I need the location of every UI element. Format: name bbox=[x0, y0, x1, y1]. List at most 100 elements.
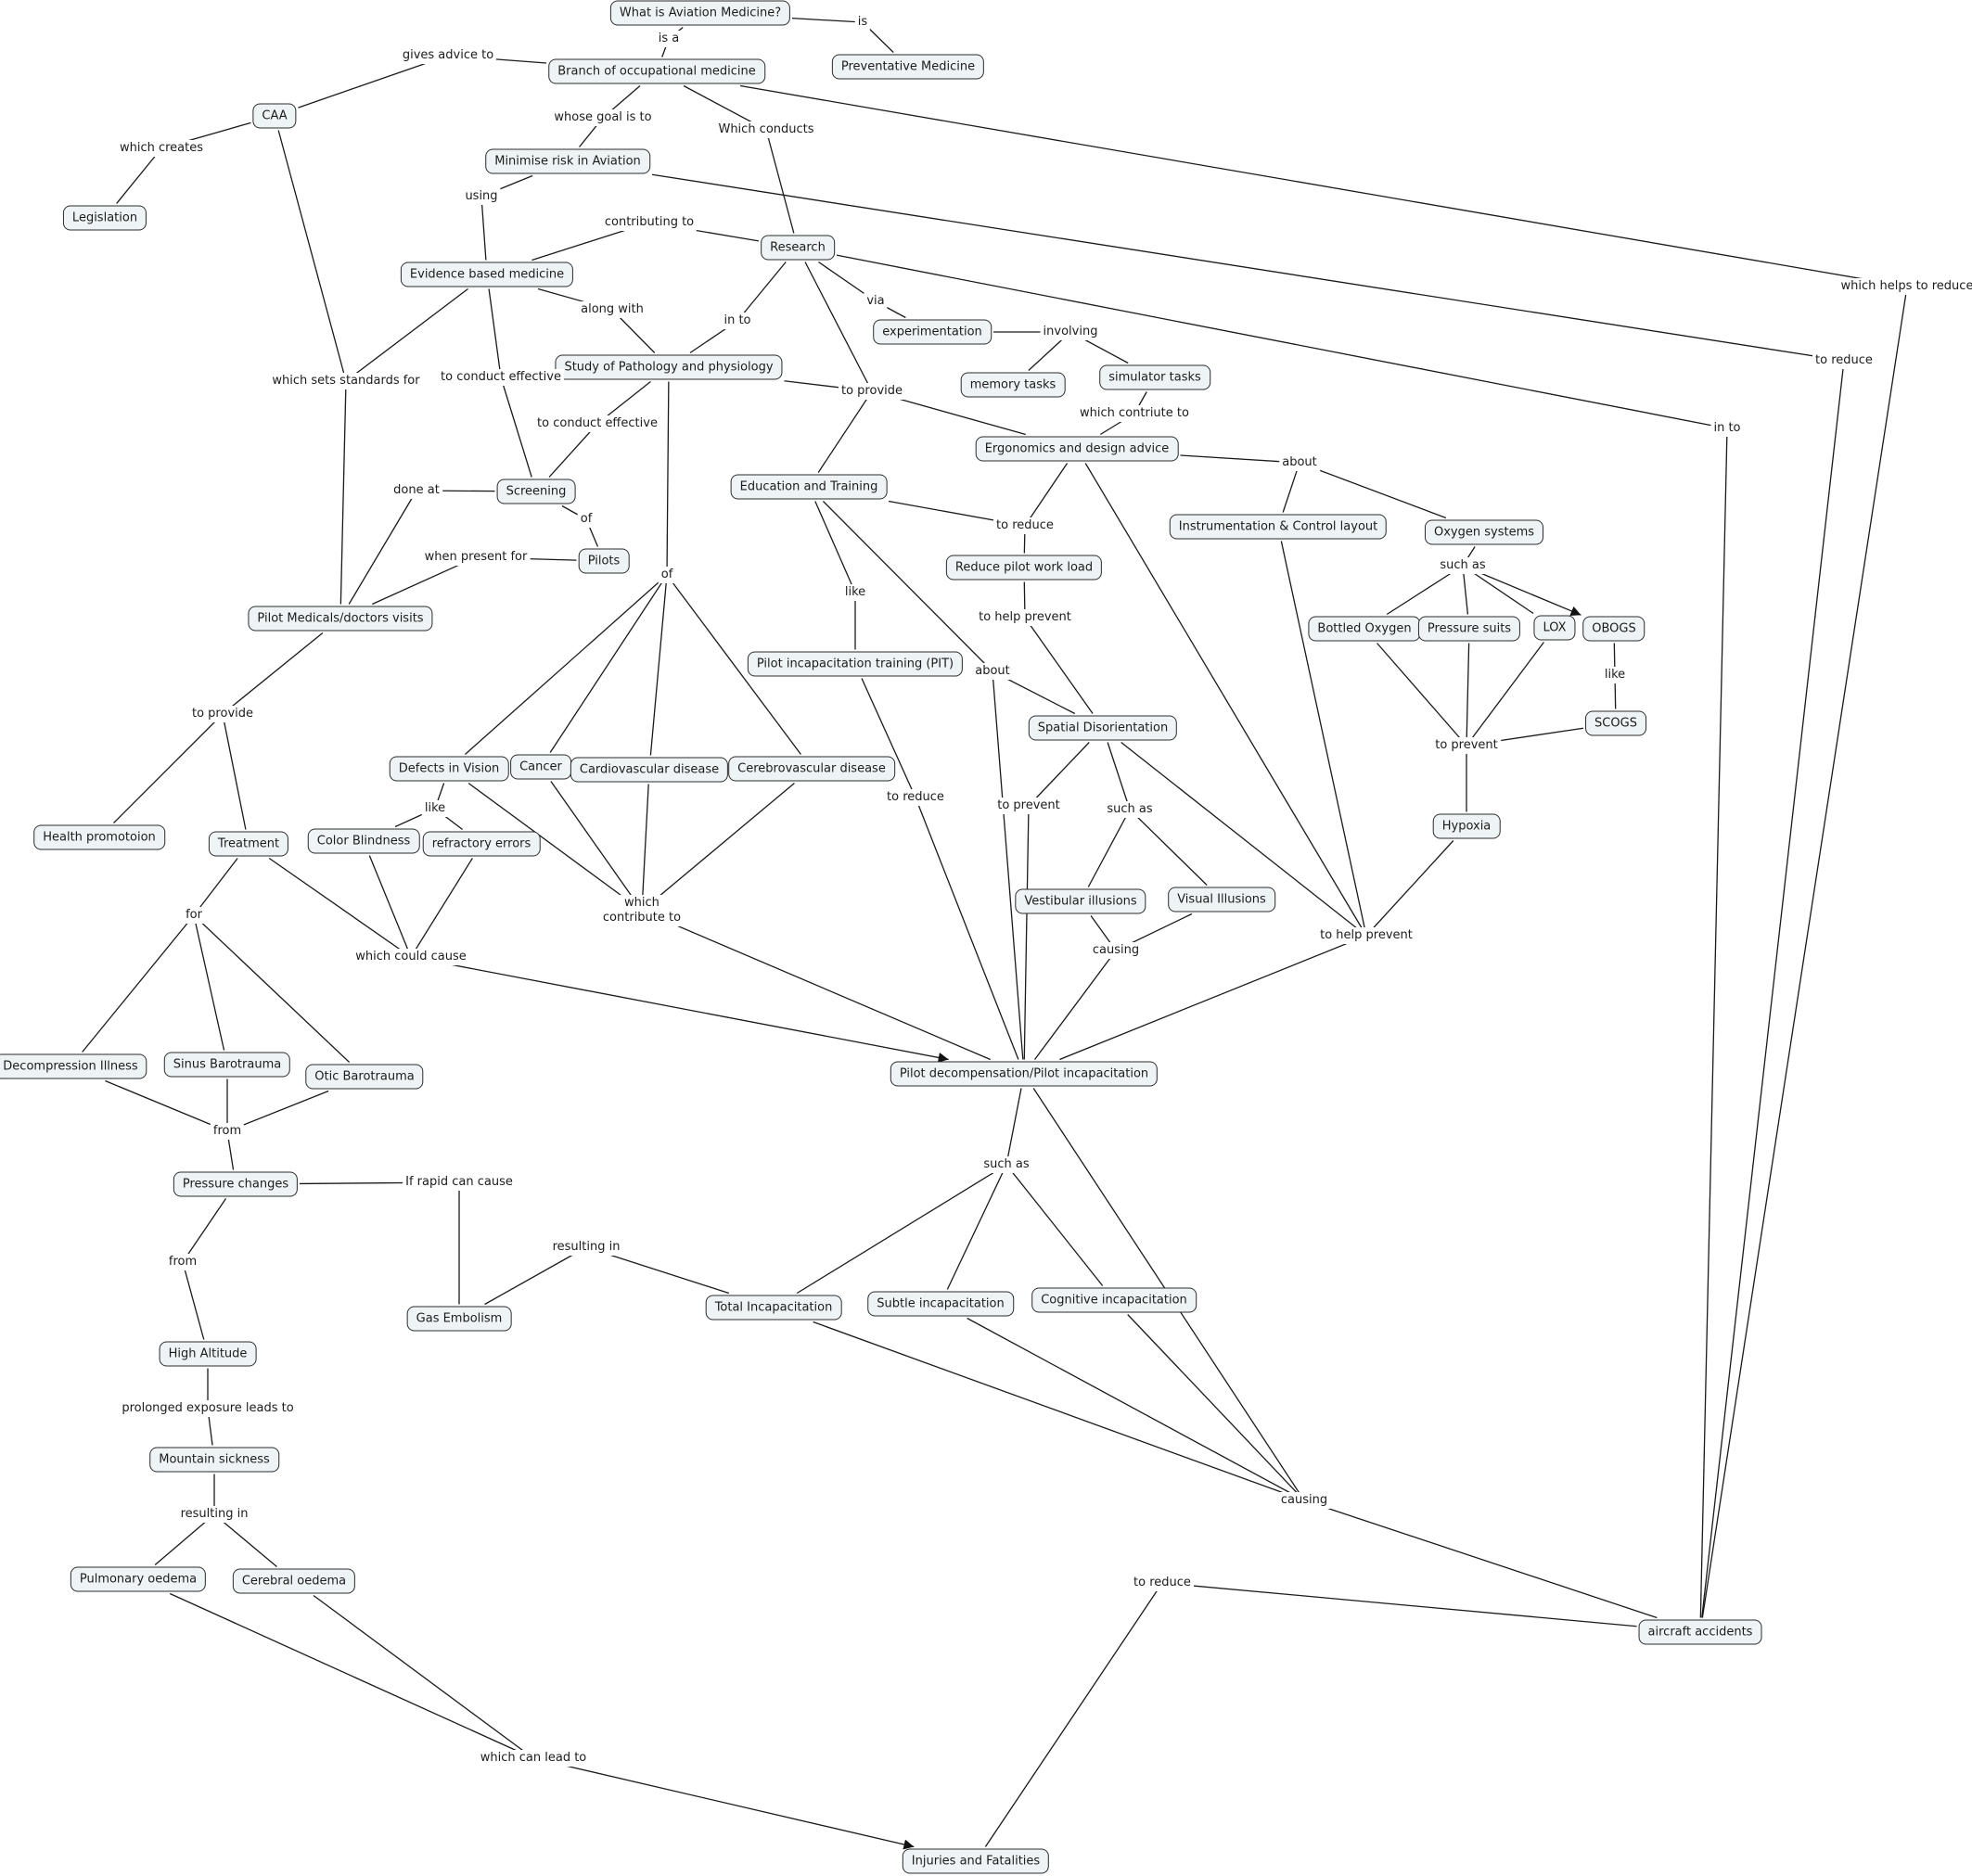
linking-phrase-is[interactable]: is bbox=[854, 14, 871, 31]
linking-phrase-like2[interactable]: like bbox=[1601, 667, 1629, 683]
linking-phrase-resulting2[interactable]: resulting in bbox=[177, 1506, 251, 1523]
concept-node-hypoxia[interactable]: Hypoxia bbox=[1432, 813, 1501, 839]
linking-phrase-for[interactable]: for bbox=[183, 907, 205, 924]
concept-node-altitude[interactable]: High Altitude bbox=[159, 1341, 257, 1367]
concept-node-sinus[interactable]: Sinus Barotrauma bbox=[163, 1052, 291, 1078]
linking-phrase-prolonged[interactable]: prolonged exposure leads to bbox=[119, 1400, 297, 1417]
concept-node-cancer[interactable]: Cancer bbox=[510, 754, 571, 780]
concept-node-obogs[interactable]: OBOGS bbox=[1582, 616, 1645, 642]
linking-phrase-reduce4[interactable]: to reduce bbox=[1812, 352, 1876, 369]
linking-phrase-isa[interactable]: is a bbox=[655, 31, 683, 47]
concept-node-pressure[interactable]: Pressure changes bbox=[173, 1171, 299, 1197]
linking-phrase-suchas2[interactable]: such as bbox=[1104, 801, 1156, 818]
concept-node-ebm[interactable]: Evidence based medicine bbox=[400, 262, 574, 287]
linking-phrase-involving[interactable]: involving bbox=[1040, 324, 1101, 340]
linking-phrase-using[interactable]: using bbox=[462, 188, 501, 205]
linking-phrase-resulting1[interactable]: resulting in bbox=[549, 1239, 623, 1256]
linking-phrase-helpprev2[interactable]: to help prevent bbox=[1317, 927, 1415, 944]
concept-node-legis[interactable]: Legislation bbox=[62, 205, 147, 231]
concept-node-spatial[interactable]: Spatial Disorientation bbox=[1028, 715, 1178, 741]
linking-phrase-canlead[interactable]: which can lead to bbox=[477, 1750, 590, 1767]
linking-phrase-prevent2[interactable]: to prevent bbox=[994, 798, 1063, 814]
concept-node-sim[interactable]: simulator tasks bbox=[1099, 364, 1210, 390]
linking-phrase-about2[interactable]: about bbox=[972, 663, 1013, 680]
concept-node-memory[interactable]: memory tasks bbox=[960, 372, 1066, 398]
linking-phrase-present[interactable]: when present for bbox=[421, 549, 531, 566]
concept-node-edu[interactable]: Education and Training bbox=[730, 474, 888, 500]
concept-node-caa[interactable]: CAA bbox=[252, 103, 297, 129]
linking-phrase-provide2[interactable]: to provide bbox=[188, 706, 257, 722]
linking-phrase-via[interactable]: via bbox=[864, 293, 888, 310]
concept-node-bottled[interactable]: Bottled Oxygen bbox=[1308, 616, 1421, 642]
concept-node-ergo[interactable]: Ergonomics and design advice bbox=[975, 436, 1179, 462]
linking-phrase-like3[interactable]: like bbox=[421, 800, 449, 817]
linking-phrase-creates[interactable]: which creates bbox=[116, 140, 207, 157]
concept-node-psuits[interactable]: Pressure suits bbox=[1417, 616, 1521, 642]
linking-phrase-reduce3[interactable]: to reduce bbox=[1131, 1575, 1194, 1591]
linking-phrase-contrib[interactable]: contributing to bbox=[601, 214, 698, 231]
linking-phrase-about1[interactable]: about bbox=[1279, 454, 1320, 471]
concept-node-screen[interactable]: Screening bbox=[496, 479, 576, 504]
linking-phrase-reduce2[interactable]: to reduce bbox=[884, 789, 947, 806]
concept-node-scogs[interactable]: SCOGS bbox=[1585, 710, 1646, 736]
concept-node-total[interactable]: Total Incapacitation bbox=[705, 1295, 842, 1321]
concept-node-refr[interactable]: refractory errors bbox=[422, 831, 541, 857]
concept-node-minrisk[interactable]: Minimise risk in Aviation bbox=[485, 148, 650, 174]
concept-node-vest[interactable]: Vestibular illusions bbox=[1015, 888, 1146, 914]
linking-phrase-prevent1[interactable]: to prevent bbox=[1432, 737, 1501, 754]
concept-node-accidents[interactable]: aircraft accidents bbox=[1638, 1619, 1762, 1645]
linking-phrase-doneat[interactable]: done at bbox=[391, 482, 442, 499]
concept-node-mountain[interactable]: Mountain sickness bbox=[149, 1447, 279, 1473]
linking-phrase-like1[interactable]: like bbox=[841, 584, 869, 601]
linking-phrase-from2[interactable]: from bbox=[165, 1254, 200, 1270]
linking-phrase-conduct1[interactable]: to conduct effective bbox=[438, 369, 564, 386]
concept-node-oxy[interactable]: Oxygen systems bbox=[1424, 519, 1544, 545]
linking-phrase-suchas3[interactable]: such as bbox=[980, 1156, 1032, 1173]
concept-node-workload[interactable]: Reduce pilot work load bbox=[945, 555, 1103, 581]
linking-phrase-couldcause[interactable]: which could cause bbox=[352, 949, 469, 965]
linking-phrase-along[interactable]: along with bbox=[578, 301, 647, 318]
linking-phrase-provide1[interactable]: to provide bbox=[838, 383, 906, 400]
linking-phrase-conducts[interactable]: Which conducts bbox=[715, 121, 817, 138]
linking-phrase-of1[interactable]: of bbox=[577, 511, 595, 528]
concept-node-medicals[interactable]: Pilot Medicals/doctors visits bbox=[248, 606, 433, 632]
concept-node-health[interactable]: Health promotoion bbox=[33, 824, 165, 850]
linking-phrase-helps[interactable]: which helps to reduce bbox=[1838, 278, 1972, 295]
linking-phrase-into2[interactable]: in to bbox=[1710, 420, 1744, 437]
concept-node-cognitive[interactable]: Cognitive incapacitation bbox=[1031, 1287, 1197, 1313]
linking-phrase-reduce1[interactable]: to reduce bbox=[993, 517, 1056, 534]
linking-phrase-from1[interactable]: from bbox=[210, 1123, 245, 1140]
concept-node-study[interactable]: Study of Pathology and physiology bbox=[555, 354, 783, 380]
linking-phrase-of2[interactable]: of bbox=[658, 567, 676, 583]
linking-phrase-rapid[interactable]: If rapid can cause bbox=[403, 1174, 516, 1191]
linking-phrase-contribute[interactable]: which contribute to bbox=[599, 895, 685, 926]
concept-node-what[interactable]: What is Aviation Medicine? bbox=[609, 0, 791, 26]
concept-node-exper[interactable]: experimentation bbox=[873, 319, 992, 345]
concept-node-branch[interactable]: Branch of occupational medicine bbox=[548, 58, 765, 84]
concept-node-cerebral[interactable]: Cerebral oedema bbox=[232, 1568, 356, 1594]
concept-node-otic[interactable]: Otic Barotrauma bbox=[305, 1064, 424, 1090]
linking-phrase-suchas1[interactable]: such as bbox=[1437, 557, 1489, 574]
linking-phrase-into1[interactable]: in to bbox=[721, 313, 754, 329]
concept-node-instr[interactable]: Instrumentation & Control layout bbox=[1169, 514, 1388, 540]
concept-node-cardio[interactable]: Cardiovascular disease bbox=[570, 757, 729, 783]
concept-node-cerebro[interactable]: Cerebrovascular disease bbox=[728, 756, 895, 782]
concept-node-pit[interactable]: Pilot incapacitation training (PIT) bbox=[747, 651, 964, 677]
concept-node-treat[interactable]: Treatment bbox=[208, 831, 289, 857]
concept-node-subtle[interactable]: Subtle incapacitation bbox=[867, 1291, 1014, 1317]
linking-phrase-gives[interactable]: gives advice to bbox=[399, 47, 497, 64]
concept-node-visual[interactable]: Visual Illusions bbox=[1168, 887, 1275, 912]
linking-phrase-conduct2[interactable]: to conduct effective bbox=[534, 415, 660, 432]
concept-node-gas[interactable]: Gas Embolism bbox=[406, 1306, 512, 1332]
concept-node-prev[interactable]: Preventative Medicine bbox=[831, 54, 985, 80]
concept-node-vision[interactable]: Defects in Vision bbox=[389, 756, 509, 782]
linking-phrase-standards[interactable]: which sets standards for bbox=[269, 373, 423, 389]
linking-phrase-causing2[interactable]: causing bbox=[1277, 1492, 1331, 1509]
linking-phrase-contriute[interactable]: which contriute to bbox=[1077, 405, 1192, 422]
linking-phrase-goal[interactable]: whose goal is to bbox=[551, 109, 655, 126]
concept-node-color[interactable]: Color Blindness bbox=[307, 828, 420, 854]
linking-phrase-helpprev1[interactable]: to help prevent bbox=[976, 609, 1074, 626]
concept-node-lox[interactable]: LOX bbox=[1533, 615, 1576, 641]
concept-node-pulm[interactable]: Pulmonary oedema bbox=[70, 1566, 207, 1592]
concept-node-decomp[interactable]: Decompression Illness bbox=[0, 1053, 147, 1079]
